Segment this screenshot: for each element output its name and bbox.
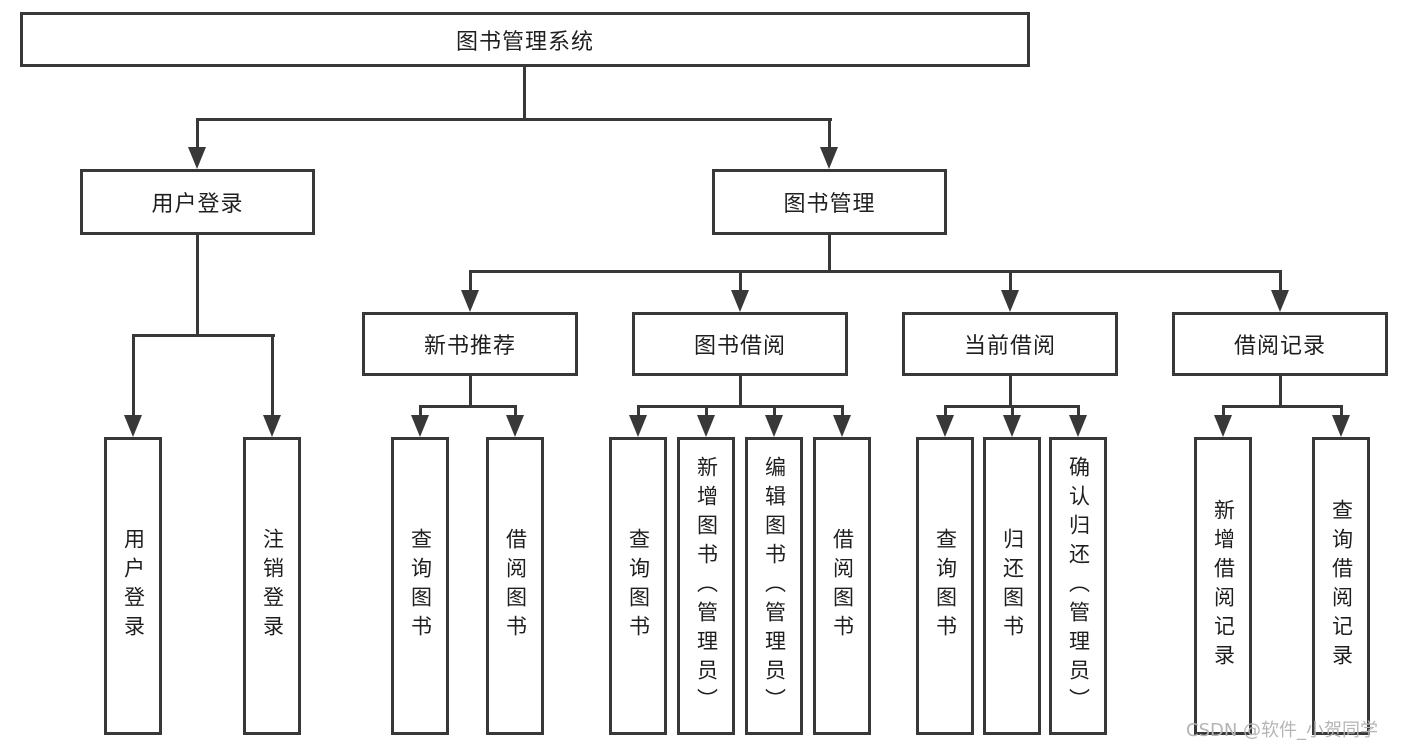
arrowhead-down-icon [1001, 290, 1019, 312]
node-leaf-logout: 注销登录 [243, 437, 301, 735]
node-leaf-query-book-rec: 查询图书 [391, 437, 449, 735]
node-leaf-query-borrow-record: 查询借阅记录 [1312, 437, 1370, 735]
connector-drop [1011, 405, 1014, 417]
arrowhead-down-icon [765, 415, 783, 437]
node-leaf-logout-label: 注销登录 [260, 528, 285, 644]
node-leaf-edit-book-admin: 编辑图书（管理员） [745, 437, 803, 735]
node-book-mgmt: 图书管理 [712, 169, 947, 235]
connector-book-borrow-stem [739, 376, 742, 407]
connector-user-login-rail [132, 334, 275, 337]
node-borrow-records-label: 借阅记录 [1233, 334, 1326, 359]
connector-drop [469, 270, 472, 292]
connector-drop [514, 405, 517, 417]
node-leaf-user-login: 用户登录 [104, 437, 162, 735]
connector-drop [739, 270, 742, 292]
arrowhead-down-icon [1069, 415, 1087, 437]
node-leaf-borrow-book-rec-label: 借阅图书 [503, 528, 528, 644]
connector-level3-rail [469, 270, 1282, 273]
node-new-book-rec: 新书推荐 [362, 312, 578, 376]
node-root-label: 图书管理系统 [455, 29, 594, 55]
node-root: 图书管理系统 [20, 12, 1030, 67]
node-leaf-borrow-book-label: 借阅图书 [830, 528, 855, 644]
connector-drop [944, 405, 947, 417]
node-current-borrow: 当前借阅 [902, 312, 1118, 376]
connector-drop [828, 118, 831, 150]
connector-drop [419, 405, 422, 417]
connector-drop [1009, 270, 1012, 292]
node-leaf-user-login-label: 用户登录 [121, 528, 146, 644]
node-book-borrow-label: 图书借阅 [693, 334, 786, 359]
arrowhead-down-icon [1332, 415, 1350, 437]
arrowhead-down-icon [1214, 415, 1232, 437]
arrowhead-down-icon [1003, 415, 1021, 437]
node-leaf-query-book-current: 查询图书 [916, 437, 974, 735]
arrowhead-down-icon [188, 147, 206, 169]
connector-new-book-rec-stem [469, 376, 472, 407]
node-leaf-query-borrow-record-label: 查询借阅记录 [1329, 499, 1354, 673]
connector-level2-rail [196, 118, 832, 121]
arrowhead-down-icon [461, 290, 479, 312]
arrowhead-down-icon [629, 415, 647, 437]
arrowhead-down-icon [411, 415, 429, 437]
connector-drop [773, 405, 776, 417]
node-borrow-records: 借阅记录 [1172, 312, 1388, 376]
node-leaf-add-book-admin: 新增图书（管理员） [677, 437, 735, 735]
connector-drop [841, 405, 844, 417]
connector-book-mgmt-stem [828, 235, 831, 272]
node-leaf-confirm-return-admin: 确认归还（管理员） [1049, 437, 1107, 735]
arrowhead-down-icon [936, 415, 954, 437]
connector-user-login-stem [196, 235, 199, 337]
connector-borrow-records-stem [1279, 376, 1282, 407]
node-leaf-query-book-borrow: 查询图书 [609, 437, 667, 735]
connector-drop [1340, 405, 1343, 417]
connector-book-borrow-rail [637, 405, 844, 408]
node-user-login-label: 用户登录 [151, 192, 244, 217]
connector-root-stem [523, 67, 526, 120]
connector-drop [1279, 270, 1282, 292]
connector-drop [196, 118, 199, 150]
node-user-login: 用户登录 [80, 169, 315, 235]
connector-drop [1077, 405, 1080, 417]
connector-drop [132, 334, 135, 417]
node-leaf-borrow-book-rec: 借阅图书 [486, 437, 544, 735]
arrowhead-down-icon [833, 415, 851, 437]
csdn-watermark: CSDN @软件_小贺同学 [1186, 720, 1379, 741]
node-leaf-return-book-label: 归还图书 [1000, 528, 1025, 644]
node-leaf-query-book-borrow-label: 查询图书 [626, 528, 651, 644]
node-leaf-borrow-book: 借阅图书 [813, 437, 871, 735]
connector-current-borrow-stem [1009, 376, 1012, 407]
node-leaf-edit-book-admin-label: 编辑图书（管理员） [762, 455, 787, 717]
node-leaf-add-borrow-record: 新增借阅记录 [1194, 437, 1252, 735]
node-leaf-query-book-current-label: 查询图书 [933, 528, 958, 644]
connector-borrow-records-rail [1222, 405, 1343, 408]
connector-drop [1222, 405, 1225, 417]
node-new-book-rec-label: 新书推荐 [423, 334, 516, 359]
connector-drop [637, 405, 640, 417]
connector-new-book-rec-rail [419, 405, 517, 408]
connector-drop [705, 405, 708, 417]
node-current-borrow-label: 当前借阅 [963, 334, 1056, 359]
node-leaf-query-book-rec-label: 查询图书 [408, 528, 433, 644]
node-leaf-add-borrow-record-label: 新增借阅记录 [1211, 499, 1236, 673]
node-book-mgmt-label: 图书管理 [783, 192, 876, 217]
node-leaf-confirm-return-admin-label: 确认归还（管理员） [1066, 455, 1091, 717]
arrowhead-down-icon [263, 415, 281, 437]
arrowhead-down-icon [506, 415, 524, 437]
arrowhead-down-icon [731, 290, 749, 312]
node-leaf-add-book-admin-label: 新增图书（管理员） [694, 455, 719, 717]
arrowhead-down-icon [1271, 290, 1289, 312]
arrowhead-down-icon [697, 415, 715, 437]
node-leaf-return-book: 归还图书 [983, 437, 1041, 735]
node-book-borrow: 图书借阅 [632, 312, 848, 376]
connector-drop [271, 334, 274, 417]
arrowhead-down-icon [124, 415, 142, 437]
arrowhead-down-icon [820, 147, 838, 169]
